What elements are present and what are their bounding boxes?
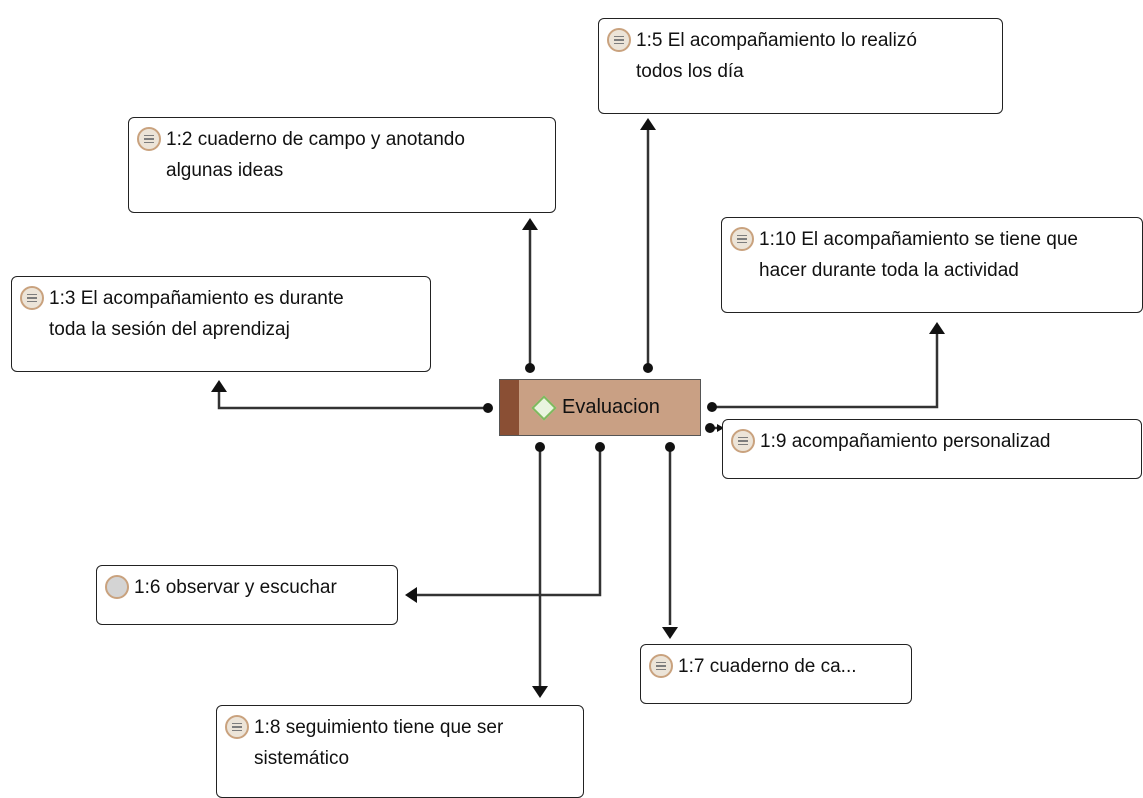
quote-text: 1:8 seguimiento tiene que ser sistemátic… [254,717,504,769]
arrowhead-q6 [405,587,417,603]
quote-node-1-9[interactable]: 1:9 acompañamiento personalizad [722,419,1142,479]
arrowhead-q9 [717,424,724,432]
arrowhead-q2 [522,218,538,230]
quote-node-1-7[interactable]: 1:7 cuaderno de ca... [640,644,912,704]
anchor-dot-q6 [595,442,605,452]
quote-node-1-8[interactable]: 1:8 seguimiento tiene que ser sistemátic… [216,705,584,798]
quote-text: 1:3 El acompañamiento es durante toda la… [49,288,344,340]
arrowhead-q3 [211,380,227,392]
anchor-dot-q9 [705,423,715,433]
quote-node-1-6[interactable]: 1:6 observar y escuchar [96,565,398,625]
quote-text: 1:7 cuaderno de ca... [678,656,857,677]
quote-text: 1:10 El acompañamiento se tiene que hace… [759,229,1078,281]
code-label: Evaluacion [562,396,660,418]
anchor-dot-q8 [535,442,545,452]
arrowhead-q7 [662,627,678,639]
memo-quote-icon [105,575,129,599]
link-q6 [416,447,602,597]
quote-text: 1:5 El acompañamiento lo realizó todos l… [636,30,917,82]
anchor-dot-q10 [707,402,717,412]
anchor-dot-q2 [525,363,535,373]
anchor-dot-q5 [643,363,653,373]
document-quote-icon [607,28,631,52]
code-diamond-icon [531,394,557,421]
arrowhead-q10 [929,322,945,334]
document-quote-icon [225,715,249,739]
quote-node-1-2[interactable]: 1:2 cuaderno de campo y anotando algunas… [128,117,556,213]
document-quote-icon [20,286,44,310]
document-quote-icon [730,227,754,251]
code-node-evaluacion[interactable]: Evaluacion [499,379,701,436]
anchor-dot-q7 [665,442,675,452]
link-q3 [217,390,488,410]
quote-node-1-3[interactable]: 1:3 El acompañamiento es durante toda la… [11,276,431,372]
quote-text: 1:2 cuaderno de campo y anotando algunas… [166,129,465,181]
quote-text: 1:6 observar y escuchar [134,577,337,598]
quote-node-1-10[interactable]: 1:10 El acompañamiento se tiene que hace… [721,217,1143,313]
quote-node-1-5[interactable]: 1:5 El acompañamiento lo realizó todos l… [598,18,1003,114]
arrowhead-q5 [640,118,656,130]
document-quote-icon [731,429,755,453]
code-color-bar [500,380,519,435]
arrowhead-q8 [532,686,548,698]
document-quote-icon [137,127,161,151]
link-q10 [712,332,939,409]
document-quote-icon [649,654,673,678]
quote-text: 1:9 acompañamiento personalizad [760,431,1051,452]
anchor-dot-q3 [483,403,493,413]
